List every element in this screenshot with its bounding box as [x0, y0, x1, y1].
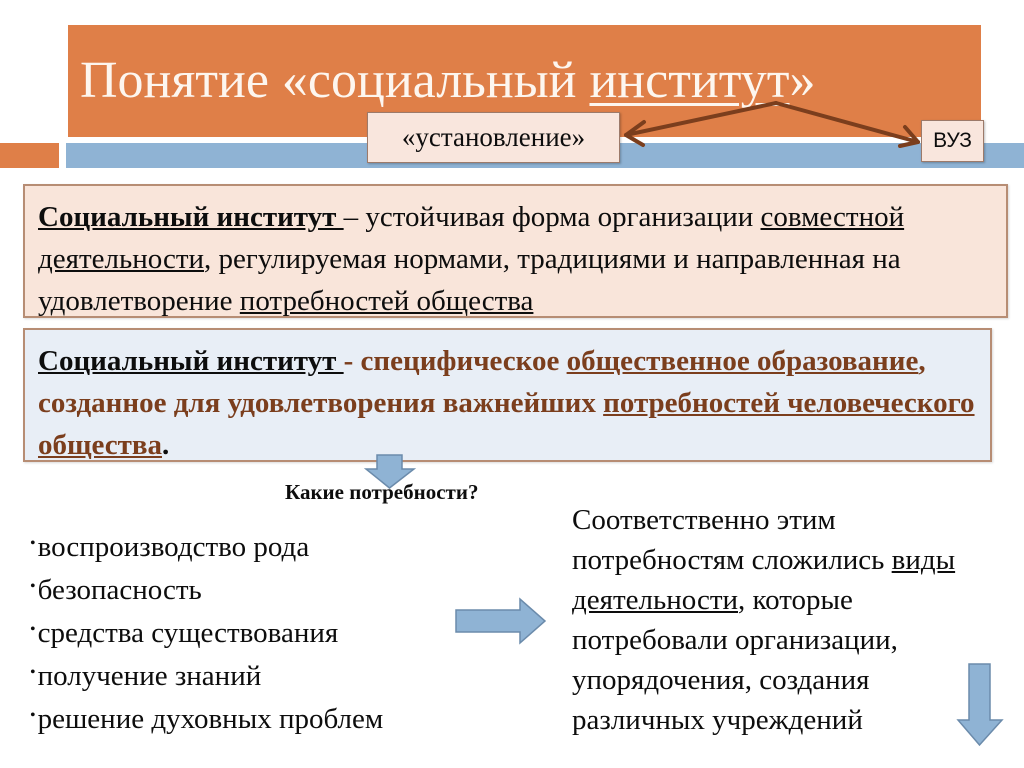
needs-list-item: •решение духовных проблем — [30, 696, 383, 739]
question-label: Какие потребности? — [285, 480, 479, 504]
definition-2-underlined-2: потребностей человеческого общества — [38, 387, 975, 461]
definition-1-underlined-1: совместной деятельности — [38, 201, 905, 275]
needs-item-text: безопасность — [37, 574, 202, 606]
definition-2-end: . — [162, 429, 170, 461]
definition-1-middle: , регулируемая нормами, традициями и нап… — [38, 243, 901, 317]
definition-2-dash: - специфическое — [343, 345, 567, 377]
needs-list-item: •средства существования — [30, 610, 383, 653]
definition-box-2: Социальный институт - специфическое обще… — [23, 328, 992, 462]
definition-box-1: Социальный институт – устойчивая форма о… — [23, 184, 1008, 318]
definition-2-term: Социальный институт — [38, 345, 344, 377]
bullet-icon: • — [30, 535, 36, 552]
tag-vuz: ВУЗ — [921, 120, 984, 162]
needs-item-text: получение знаний — [37, 660, 262, 692]
bullet-icon: • — [30, 621, 36, 638]
result-paragraph: Соответственно этим потребностям сложили… — [572, 500, 1002, 740]
result-underlined: виды деятельности — [572, 544, 956, 616]
needs-item-text: воспроизводство рода — [37, 531, 310, 563]
result-part-2: , которые потребовали организации, упоря… — [572, 584, 898, 736]
definition-2-underlined-1: общественное образование — [566, 345, 919, 377]
needs-list-item: •воспроизводство рода — [30, 524, 383, 567]
definition-1-dash: – устойчивая форма организации — [343, 201, 761, 233]
title-suffix: » — [789, 52, 816, 109]
slide-title: Понятие «социальный институт» — [80, 50, 816, 112]
bullet-icon: • — [30, 664, 36, 681]
needs-item-text: средства существования — [37, 617, 339, 649]
title-underlined-word: институт — [589, 52, 790, 109]
needs-list-item: •получение знаний — [30, 653, 383, 696]
needs-list: •воспроизводство рода •безопасность •сре… — [30, 524, 383, 739]
needs-list-item: •безопасность — [30, 567, 383, 610]
accent-bar-orange — [0, 143, 59, 168]
arrow-right-icon — [455, 597, 547, 645]
title-prefix: Понятие «социальный — [80, 52, 590, 109]
definition-1-term: Социальный институт — [38, 201, 344, 233]
bullet-icon: • — [30, 578, 36, 595]
definition-1-underlined-2: потребностей общества — [239, 285, 534, 317]
result-part-1: Соответственно этим потребностям сложили… — [572, 504, 892, 576]
definition-2-middle: , созданное для удовлетворения важнейших — [38, 345, 926, 419]
needs-item-text: решение духовных проблем — [37, 703, 384, 735]
bullet-icon: • — [30, 707, 36, 724]
tag-ustanovlenie: «установление» — [367, 112, 620, 163]
